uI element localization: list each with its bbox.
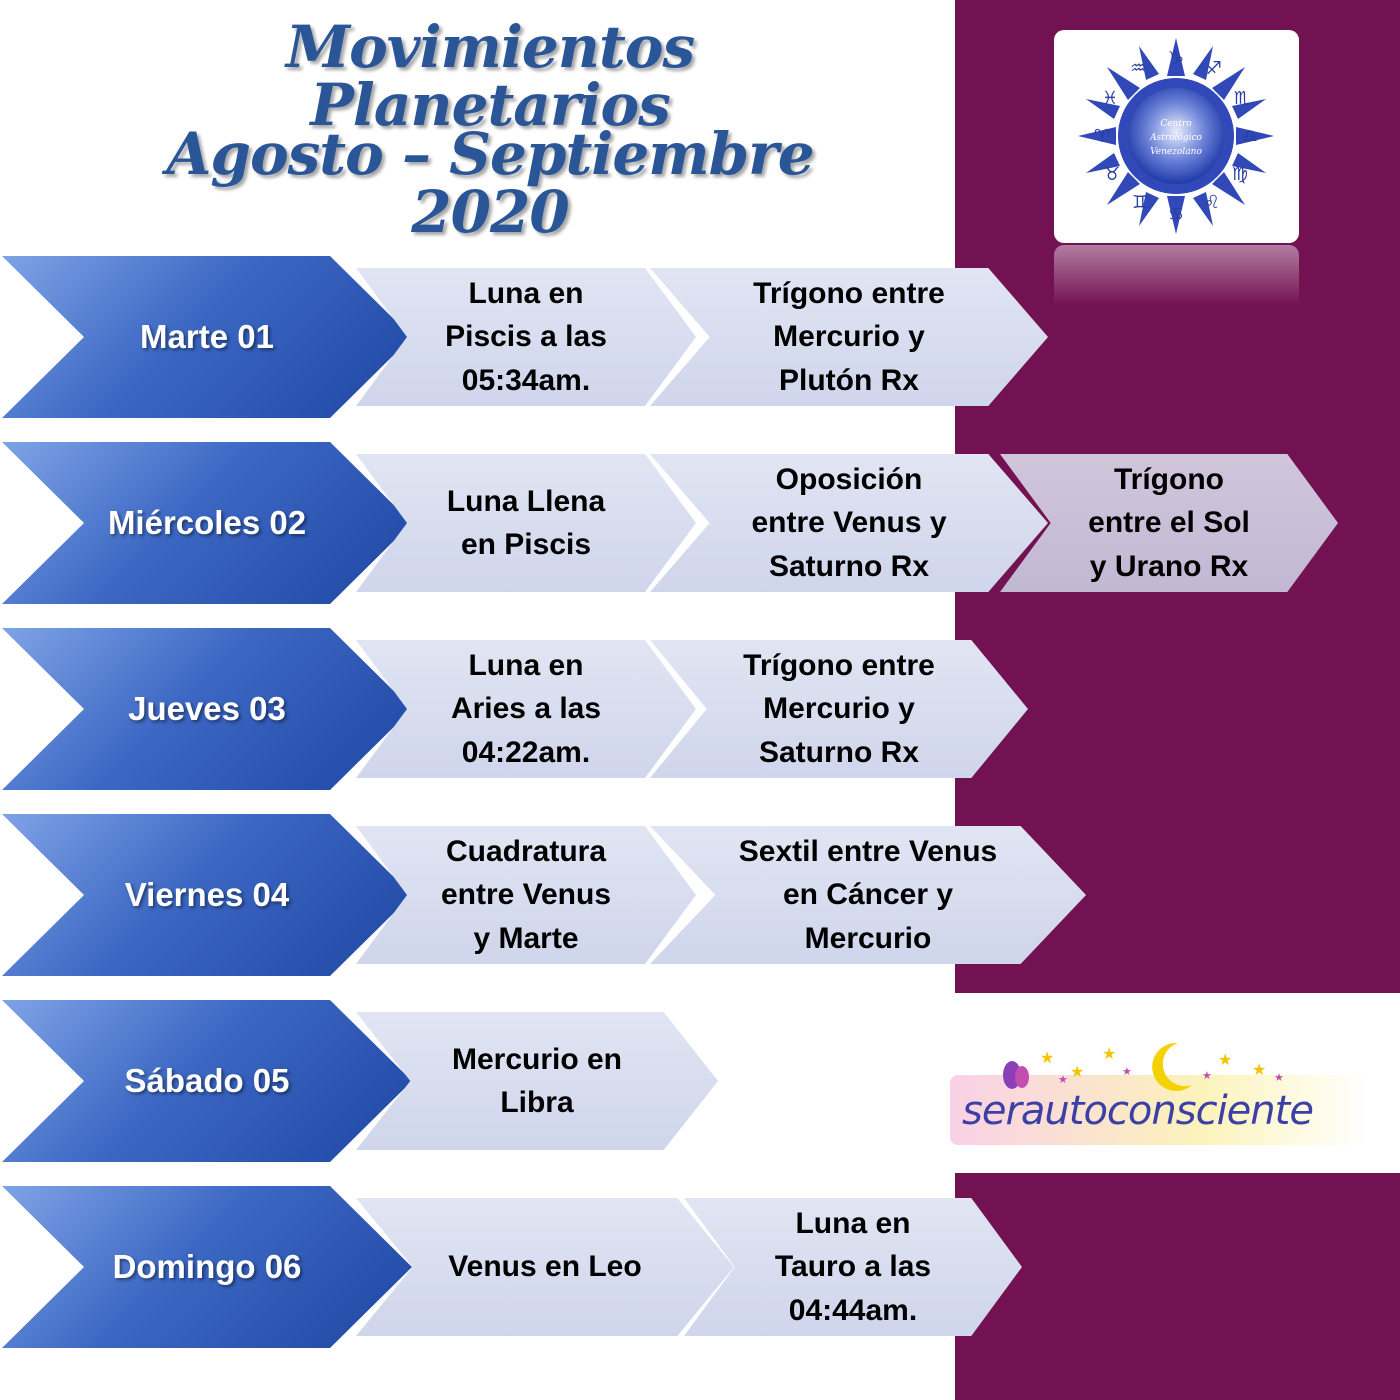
svg-text:♒: ♒ <box>1130 58 1146 79</box>
day-chevron: Marte 01 <box>2 256 412 418</box>
svg-text:Astrológico: Astrológico <box>1149 132 1202 143</box>
svg-text:★: ★ <box>1274 1071 1284 1084</box>
svg-text:★: ★ <box>1218 1050 1232 1069</box>
butterfly-moon-stars-icon: ★★★ ★★ ★★★★ <box>1003 1042 1284 1091</box>
svg-text:★: ★ <box>1102 1044 1116 1063</box>
svg-text:★: ★ <box>1058 1073 1068 1086</box>
logo-card: ♑ ♐ ♏ ♎ ♍ ♌ ♋ ♊ ♉ ♈ ♓ ♒ Centro Astrológi… <box>1054 30 1299 243</box>
svg-text:♎: ♎ <box>1242 126 1258 147</box>
svg-text:♐: ♐ <box>1206 58 1222 79</box>
svg-text:♍: ♍ <box>1232 164 1248 185</box>
day-chevron: Miércoles 02 <box>2 442 412 604</box>
svg-text:★: ★ <box>1252 1060 1266 1079</box>
brand-name: serautoconsciente <box>962 1088 1314 1134</box>
day-chevron: Viernes 04 <box>2 814 412 976</box>
svg-text:★: ★ <box>1070 1062 1084 1081</box>
svg-text:♌: ♌ <box>1204 192 1220 213</box>
svg-text:Venezolano: Venezolano <box>1150 147 1202 157</box>
svg-text:♋: ♋ <box>1168 204 1184 225</box>
logo-reflection <box>1054 245 1299 305</box>
svg-text:♏: ♏ <box>1234 88 1250 109</box>
svg-text:♓: ♓ <box>1102 88 1118 109</box>
svg-text:Centro: Centro <box>1160 119 1192 129</box>
svg-text:★: ★ <box>1040 1048 1054 1067</box>
svg-text:♊: ♊ <box>1132 192 1148 213</box>
day-chevron: Sábado 05 <box>2 1000 412 1162</box>
day-chevron: Jueves 03 <box>2 628 412 790</box>
svg-text:♑: ♑ <box>1168 48 1184 69</box>
page-title-line-1: Movimientos Planetarios <box>285 13 695 139</box>
svg-text:★: ★ <box>1122 1065 1132 1078</box>
event-chevron: Venus en Leo <box>356 1198 734 1336</box>
page-title-line-2: Agosto – Septiembre 2020 <box>166 120 814 246</box>
zodiac-wheel-icon: ♑ ♐ ♏ ♎ ♍ ♌ ♋ ♊ ♉ ♈ ♓ ♒ Centro Astrológi… <box>1078 38 1274 234</box>
svg-text:★: ★ <box>1202 1069 1212 1082</box>
svg-text:♉: ♉ <box>1104 164 1120 185</box>
svg-text:♈: ♈ <box>1094 126 1110 147</box>
day-chevron: Domingo 06 <box>2 1186 412 1348</box>
